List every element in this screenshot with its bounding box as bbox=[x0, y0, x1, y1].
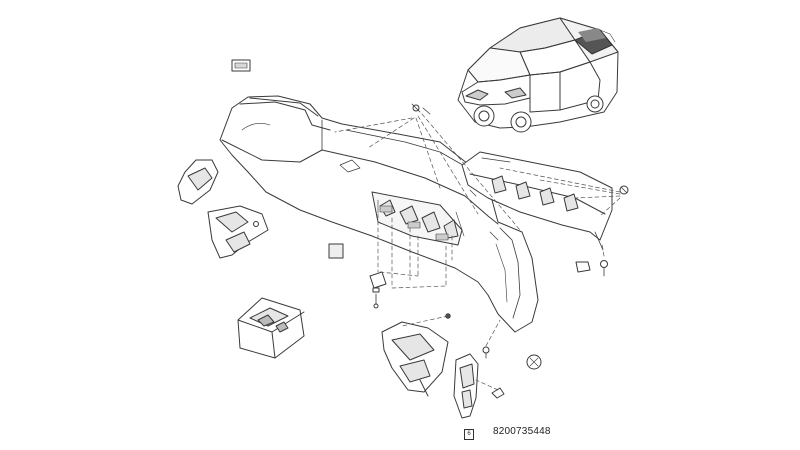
part-number-label: 8200735448 bbox=[493, 426, 551, 437]
reference-marker: 6 bbox=[464, 429, 474, 440]
fasteners bbox=[328, 103, 629, 399]
mounting-bracket bbox=[177, 159, 269, 259]
rear-bumper-cover bbox=[219, 95, 539, 333]
label-tag bbox=[231, 59, 251, 72]
assembly-guide-lines bbox=[334, 113, 621, 391]
clip-box bbox=[237, 297, 305, 359]
lower-diffuser-panel bbox=[461, 151, 613, 273]
hatchback-car-icon bbox=[457, 17, 619, 133]
center-bracket bbox=[381, 321, 449, 397]
side-bracket bbox=[453, 353, 479, 419]
